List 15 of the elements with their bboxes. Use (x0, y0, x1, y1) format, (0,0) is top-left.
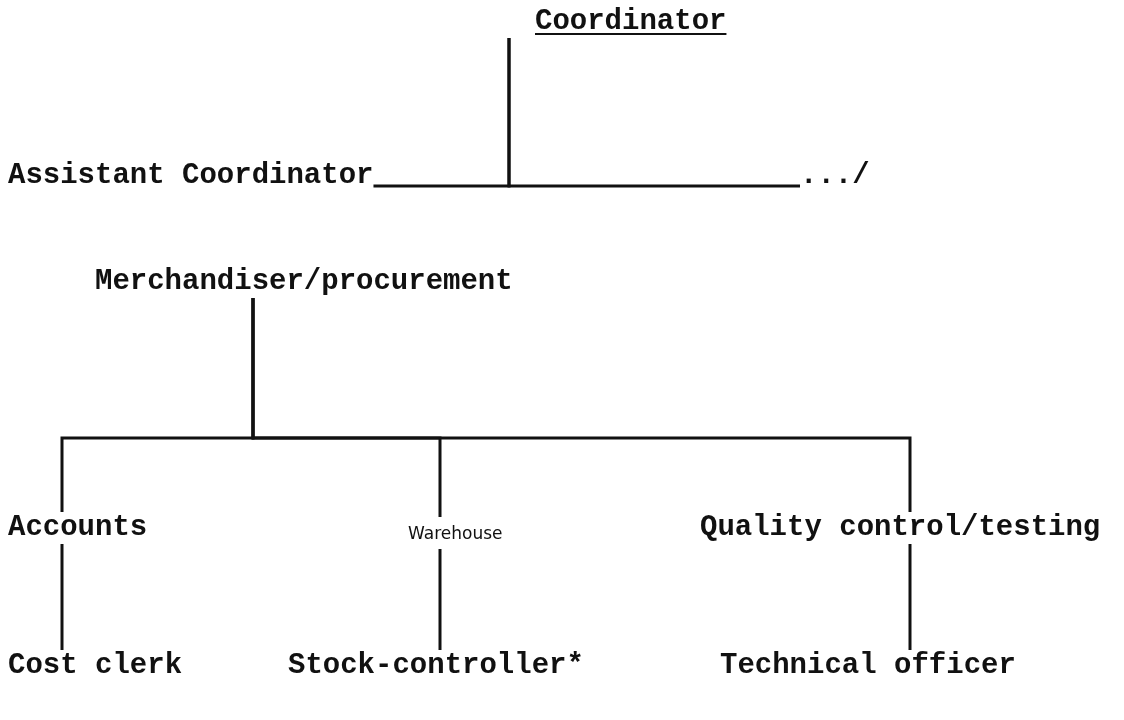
connector-line (908, 544, 912, 650)
role-label: Accounts (8, 512, 148, 544)
connector-line (438, 549, 442, 650)
connector-line (60, 544, 64, 650)
role-label: Assistant Coordinator (8, 160, 374, 192)
role-label: Quality control/testing (700, 512, 1101, 544)
connector-line (251, 298, 912, 512)
role-label: Merchandiser/procurement (95, 266, 513, 298)
role-label: Coordinator (535, 6, 727, 38)
role-label: .../ (800, 160, 870, 192)
role-label: Stock-controller* (288, 650, 584, 682)
connector-line (507, 38, 800, 188)
role-label: Technical officer (720, 650, 1016, 682)
role-label: Warehouse (408, 517, 503, 549)
role-label: Cost clerk (8, 650, 183, 682)
